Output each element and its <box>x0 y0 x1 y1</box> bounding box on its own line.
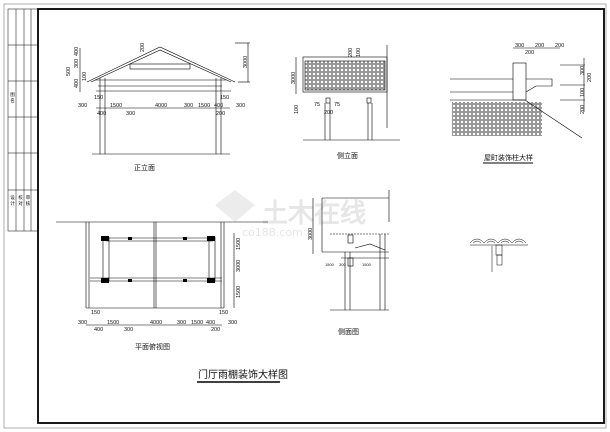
side-elevation-title: 侧立面 <box>337 151 358 160</box>
svg-text:300: 300 <box>515 43 524 49</box>
post-marker <box>101 236 109 241</box>
section-view-title: 侧面图 <box>338 327 359 336</box>
svg-text:75: 75 <box>334 102 340 108</box>
svg-text:300: 300 <box>126 111 135 117</box>
svg-text:200: 200 <box>580 105 586 114</box>
outer-border <box>3 3 607 429</box>
svg-text:200: 200 <box>535 43 544 49</box>
svg-text:400: 400 <box>74 47 80 56</box>
section-view-dims: 3000 1500 300 1500 侧面图 <box>308 228 372 336</box>
svg-text:200: 200 <box>216 111 225 117</box>
front-elevation <box>79 42 250 155</box>
svg-text:150: 150 <box>91 310 100 316</box>
svg-text:100: 100 <box>356 48 362 57</box>
svg-text:100: 100 <box>580 88 586 97</box>
watermark-site: co188.com <box>242 226 303 239</box>
svg-text:300: 300 <box>339 262 346 267</box>
svg-text:150: 150 <box>219 310 228 316</box>
svg-text:3000: 3000 <box>243 56 249 68</box>
post-marker <box>128 279 132 282</box>
post-marker <box>207 278 215 283</box>
svg-text:150: 150 <box>94 95 103 101</box>
title-block-label: 校 对 <box>18 194 23 206</box>
svg-text:400: 400 <box>94 327 103 333</box>
svg-text:300: 300 <box>124 327 133 333</box>
post-marker <box>183 237 187 240</box>
svg-text:1500: 1500 <box>325 262 335 267</box>
column-detail-dims: 300 200 200 200 300 200 100 200 屋町装饰柱大样 <box>483 43 593 164</box>
post-marker <box>207 236 215 241</box>
title-block-label: 审 核 <box>25 194 30 207</box>
svg-text:200: 200 <box>555 43 564 49</box>
svg-text:3000: 3000 <box>236 260 242 272</box>
svg-text:400: 400 <box>97 111 106 117</box>
title-block <box>7 8 39 232</box>
svg-text:4000: 4000 <box>155 103 167 109</box>
svg-text:200: 200 <box>211 327 220 333</box>
svg-text:300: 300 <box>74 59 80 68</box>
svg-text:200: 200 <box>587 73 593 82</box>
svg-text:1500: 1500 <box>107 320 119 326</box>
svg-text:1500: 1500 <box>236 286 242 298</box>
svg-text:200: 200 <box>348 48 354 57</box>
svg-text:100: 100 <box>82 72 88 81</box>
svg-text:300: 300 <box>78 320 87 326</box>
svg-text:400: 400 <box>214 103 223 109</box>
svg-text:300: 300 <box>580 66 586 75</box>
title-block-label: 设 计 <box>10 194 15 207</box>
column-detail <box>450 47 585 139</box>
svg-text:300: 300 <box>177 320 186 326</box>
watermark: 土木在线 co188.com <box>215 190 366 239</box>
section-view <box>312 190 390 311</box>
svg-text:3000: 3000 <box>308 228 314 240</box>
svg-text:500: 500 <box>66 67 72 76</box>
svg-text:3000: 3000 <box>291 72 297 84</box>
title-block-label: 图 名 <box>10 92 15 104</box>
svg-text:75: 75 <box>314 102 320 108</box>
svg-text:1500: 1500 <box>110 103 122 109</box>
svg-text:300: 300 <box>228 320 237 326</box>
svg-text:1500: 1500 <box>198 103 210 109</box>
side-elevation <box>295 45 400 141</box>
svg-text:1500: 1500 <box>362 262 372 267</box>
watermark-brand: 土木在线 <box>262 199 366 229</box>
svg-text:1500: 1500 <box>191 320 203 326</box>
plan-view-title: 平面俯视图 <box>135 342 170 351</box>
svg-text:400: 400 <box>74 79 80 88</box>
svg-text:300: 300 <box>184 103 193 109</box>
svg-text:100: 100 <box>294 105 300 114</box>
plan-view <box>56 221 268 326</box>
svg-text:200: 200 <box>140 43 146 52</box>
svg-text:300: 300 <box>236 103 245 109</box>
svg-text:200: 200 <box>525 50 534 56</box>
post-marker <box>128 237 132 240</box>
svg-text:200: 200 <box>324 110 333 116</box>
post-marker <box>183 279 187 282</box>
column-detail-title: 屋町装饰柱大样 <box>484 153 533 162</box>
side-elevation-dims: 3000 200 100 75 75 200 100 侧立面 <box>291 48 362 160</box>
ridge-tile-detail <box>469 238 528 272</box>
svg-text:300: 300 <box>78 103 87 109</box>
front-elevation-dims: 300 150 1500 4000 300 1500 400 150 300 4… <box>66 43 249 172</box>
svg-text:150: 150 <box>220 95 229 101</box>
plan-view-dims: 300 150 1500 4000 300 1500 400 150 300 4… <box>78 238 242 351</box>
svg-text:400: 400 <box>206 320 215 326</box>
svg-text:4000: 4000 <box>150 320 162 326</box>
post-marker <box>101 278 109 283</box>
svg-text:1500: 1500 <box>236 238 242 250</box>
drawing-main-title: 门厅雨棚装饰大样图 <box>198 368 288 381</box>
front-elevation-title: 正立面 <box>134 163 155 172</box>
